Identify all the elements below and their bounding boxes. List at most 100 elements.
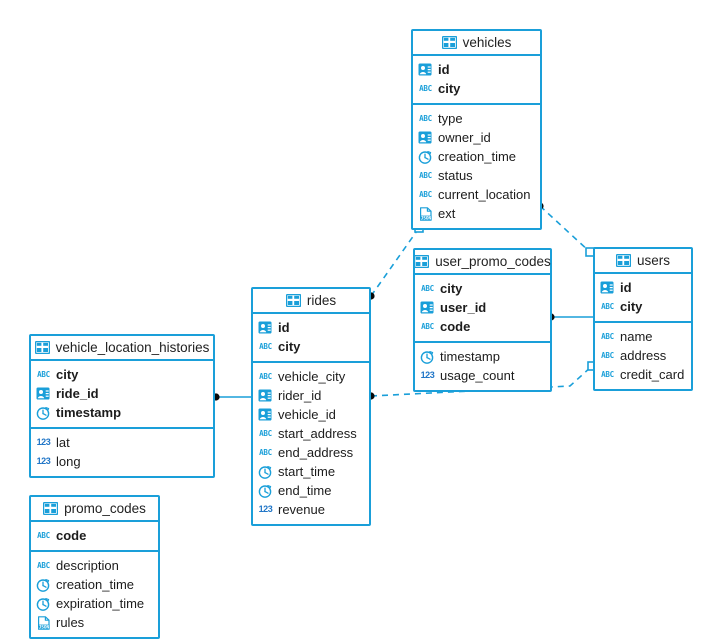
column-name: name	[620, 329, 653, 344]
table-header-users[interactable]: users	[595, 249, 691, 274]
column-name: lat	[56, 435, 70, 450]
column-row-start_address[interactable]: ABC start_address	[253, 424, 369, 443]
clock-timestamp-icon	[36, 577, 51, 592]
table-header-user_promo_codes[interactable]: user_promo_codes	[414, 250, 551, 275]
key-id-icon	[600, 280, 615, 295]
table-header-vehicles[interactable]: vehicles	[413, 31, 540, 56]
key-id-icon	[418, 130, 433, 145]
column-name: rider_id	[278, 388, 322, 403]
column-row-timestamp[interactable]: timestamp	[415, 347, 550, 366]
column-row-end_time[interactable]: end_time	[253, 481, 369, 500]
column-row-usage_count[interactable]: 123 usage_count	[415, 366, 550, 385]
connector-rides-to-vehicles	[370, 227, 420, 297]
json-file-icon: JSON	[418, 206, 433, 221]
column-name: timestamp	[56, 405, 122, 420]
column-row-timestamp[interactable]: timestamp	[31, 403, 213, 422]
column-row-current_location[interactable]: ABC current_location	[413, 185, 540, 204]
column-name: start_address	[278, 426, 357, 441]
table-header-vehicle_location_histories[interactable]: vehicle_location_histories	[31, 336, 213, 361]
column-name: city	[620, 299, 643, 314]
abc-string-icon: ABC	[259, 447, 272, 457]
column-name: id	[278, 320, 290, 335]
column-row-id[interactable]: id	[253, 318, 369, 337]
column-row-owner_id[interactable]: owner_id	[413, 128, 540, 147]
123-number-icon: 123	[258, 504, 273, 514]
abc-string-icon: ABC	[259, 371, 272, 381]
column-name: end_time	[278, 483, 332, 498]
column-row-vehicle_id[interactable]: vehicle_id	[253, 405, 369, 424]
table-header-promo_codes[interactable]: promo_codes	[31, 497, 158, 522]
abc-string-icon: ABC	[37, 530, 50, 540]
column-name: id	[620, 280, 632, 295]
key-id-icon	[36, 386, 51, 401]
column-name: current_location	[438, 187, 531, 202]
clock-timestamp-icon	[36, 405, 51, 420]
abc-string-icon: ABC	[419, 170, 432, 180]
table-title: rides	[306, 292, 337, 308]
column-row-id[interactable]: id	[413, 60, 540, 79]
connector-vehicles-to-users	[539, 205, 591, 253]
column-name: id	[438, 62, 450, 77]
abc-string-icon: ABC	[259, 428, 272, 438]
abc-string-icon: ABC	[37, 560, 50, 570]
table-header-rides[interactable]: rides	[253, 289, 369, 314]
column-name: vehicle_id	[278, 407, 336, 422]
column-name: usage_count	[440, 368, 515, 383]
column-row-expiration_time[interactable]: expiration_time	[31, 594, 158, 613]
123-number-icon: 123	[420, 370, 435, 380]
abc-string-icon: ABC	[601, 350, 614, 360]
column-name: timestamp	[440, 349, 500, 364]
table-icon	[285, 293, 301, 308]
abc-string-icon: ABC	[421, 321, 434, 331]
column-row-rider_id[interactable]: rider_id	[253, 386, 369, 405]
column-row-creation_time[interactable]: creation_time	[31, 575, 158, 594]
column-row-start_time[interactable]: start_time	[253, 462, 369, 481]
table-title: user_promo_codes	[435, 253, 551, 269]
column-name: start_time	[278, 464, 336, 479]
column-name: long	[56, 454, 81, 469]
key-id-icon	[418, 62, 433, 77]
column-row-long[interactable]: 123 long	[31, 452, 213, 471]
column-row-user_id[interactable]: user_id	[415, 298, 550, 317]
column-row-ride_id[interactable]: ride_id	[31, 384, 213, 403]
json-file-icon: JSON	[36, 615, 51, 630]
clock-timestamp-icon	[36, 596, 51, 611]
123-number-icon: 123	[36, 456, 51, 466]
column-row-creation_time[interactable]: creation_time	[413, 147, 540, 166]
column-row-id[interactable]: id	[595, 278, 691, 297]
table-title: users	[636, 252, 670, 268]
abc-string-icon: ABC	[419, 189, 432, 199]
